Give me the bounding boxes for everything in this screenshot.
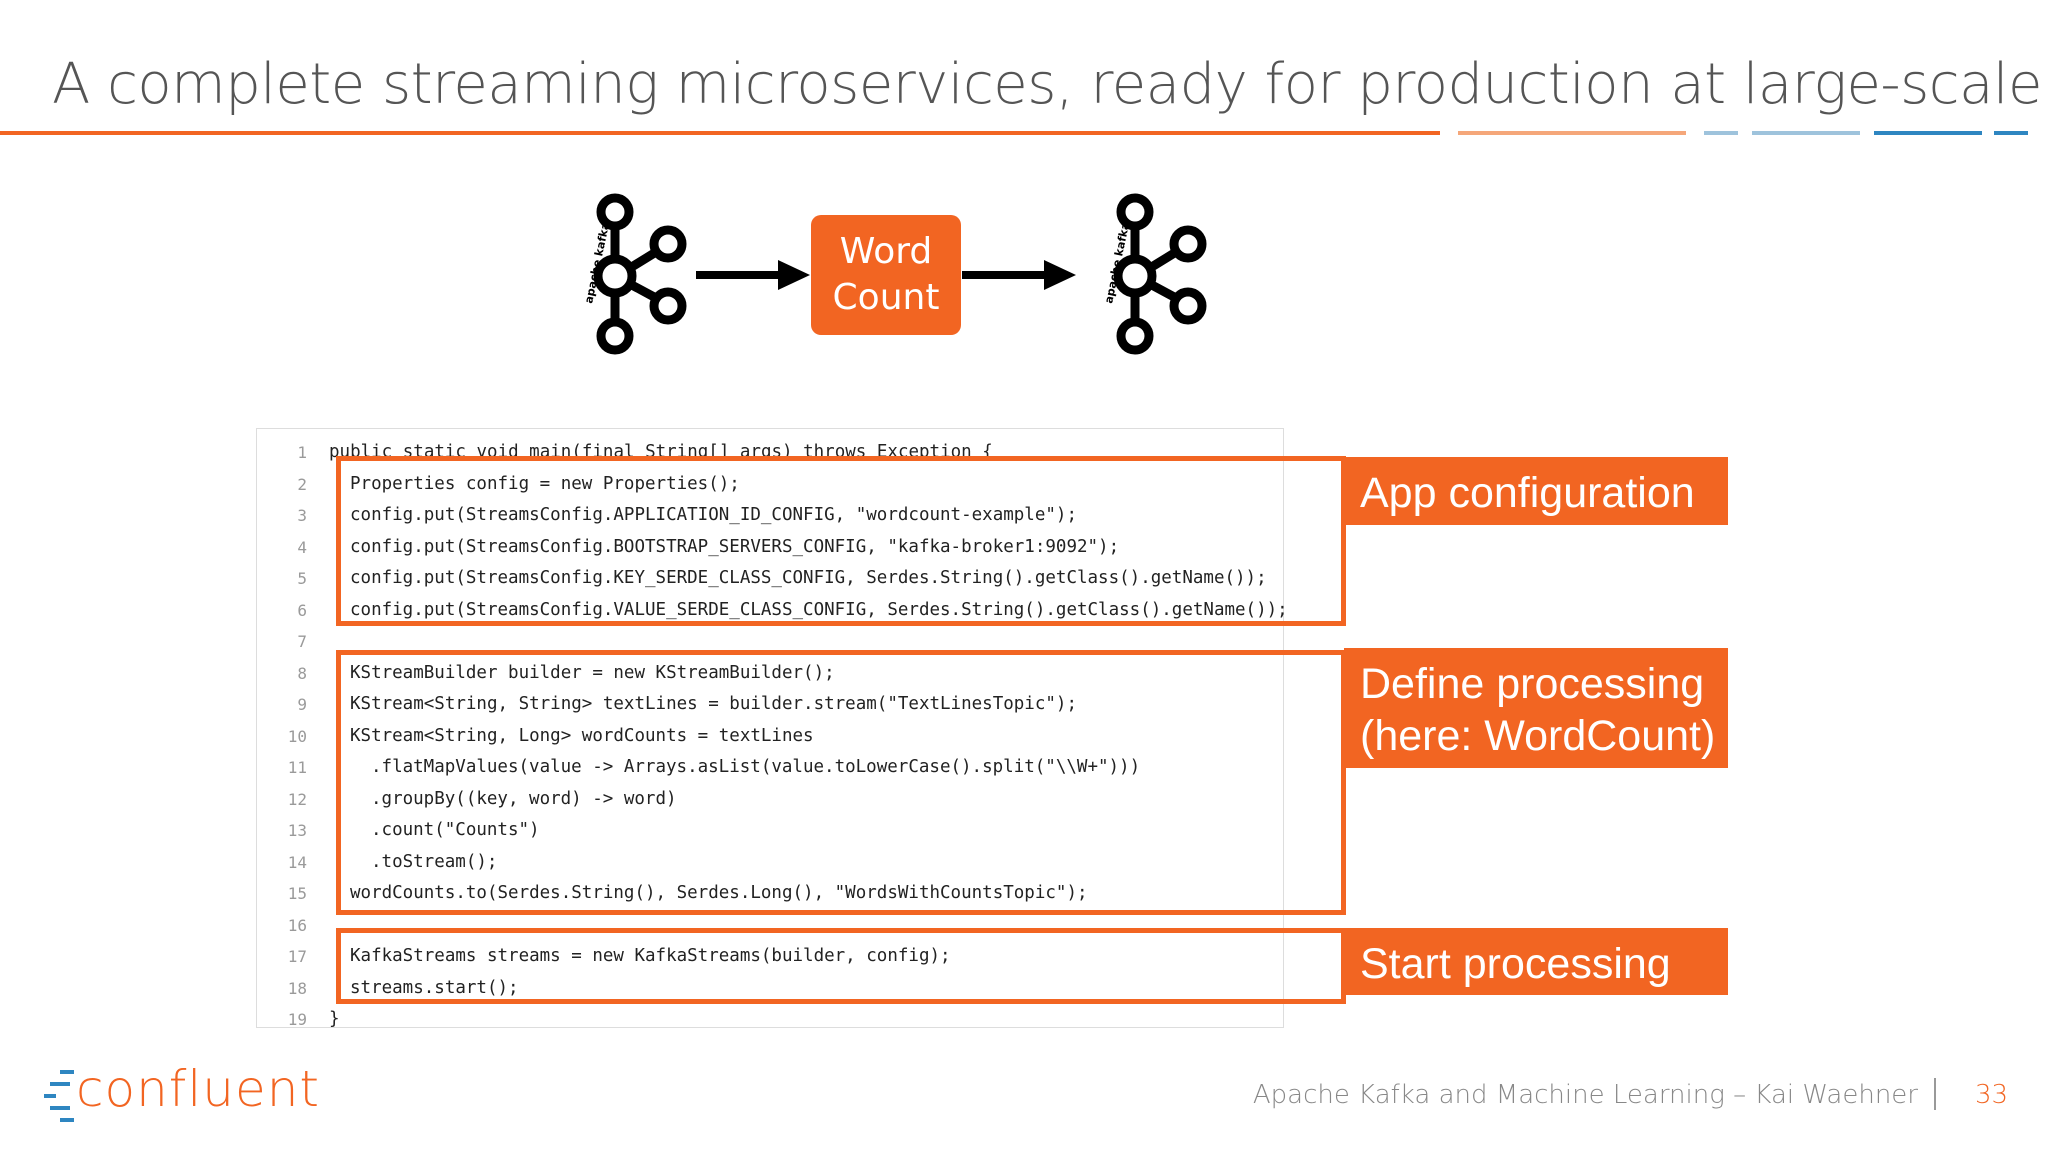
title-rule-blue-2: [1994, 131, 2028, 135]
arrow-to-processor-icon: [696, 260, 810, 290]
code-text: config.put(StreamsConfig.BOOTSTRAP_SERVE…: [350, 536, 1120, 557]
line-number: 5: [297, 569, 307, 588]
callout-start-processing-text: Start processing: [1360, 940, 1671, 988]
line-number: 10: [287, 726, 307, 746]
callout-define-processing-line1: Define processing: [1360, 660, 1705, 708]
line-number: 19: [287, 1010, 307, 1029]
line-number: 12: [287, 789, 307, 809]
code-text: KStream<String, String> textLines = buil…: [350, 694, 1077, 714]
start-highlight-box: [336, 928, 1346, 1004]
code-text: config.put(StreamsConfig.KEY_SERDE_CLASS…: [350, 568, 1267, 588]
footer-separator: [1934, 1078, 1936, 1110]
title-rule-light-blue-2: [1752, 131, 1860, 135]
line-number: 18: [287, 978, 307, 998]
footer-caption: Apache Kafka and Machine Learning – Kai …: [1252, 1080, 1918, 1110]
code-text: }: [329, 1009, 340, 1029]
line-number: 7: [297, 632, 307, 651]
callout-define-processing-line2: (here: WordCount): [1360, 712, 1716, 760]
line-number: 14: [287, 852, 307, 872]
title-rule-blue-1: [1874, 131, 1982, 135]
line-number: 11: [287, 758, 307, 777]
line-number: 4: [297, 537, 307, 557]
callout-app-configuration: App configuration: [1344, 457, 1728, 525]
code-text: KafkaStreams streams = new KafkaStreams(…: [350, 946, 951, 966]
line-number: 1: [297, 443, 307, 462]
code-text: KStream<String, Long> wordCounts = textL…: [350, 725, 814, 746]
title-rule-light-blue-1: [1704, 131, 1738, 135]
processing-highlight-box: [336, 650, 1346, 915]
code-text: wordCounts.to(Serdes.String(), Serdes.Lo…: [350, 883, 1088, 903]
code-text: config.put(StreamsConfig.APPLICATION_ID_…: [350, 505, 1077, 525]
config-highlight-box: [336, 456, 1346, 626]
processor-label-line2: Count: [832, 277, 940, 318]
code-text: Properties config = new Properties();: [350, 473, 740, 494]
code-text: .groupBy((key, word) -> word): [371, 788, 677, 809]
callout-start-processing: Start processing: [1344, 928, 1728, 995]
arrow-to-sink-icon: [962, 260, 1076, 290]
code-text: config.put(StreamsConfig.VALUE_SERDE_CLA…: [350, 599, 1288, 620]
line-number: 13: [287, 821, 307, 840]
line-number: 16: [287, 915, 307, 935]
line-number: 9: [297, 695, 307, 714]
title-rule-light-orange: [1458, 131, 1686, 135]
line-number: 8: [297, 663, 307, 683]
line-number: 6: [297, 600, 307, 620]
word-count-processor: Word Count: [811, 215, 961, 335]
line-number: 2: [297, 474, 307, 494]
kafka-sink-logo-icon: apache kafka: [1102, 193, 1207, 355]
code-text: .count("Counts"): [371, 820, 540, 840]
kafka-source-logo-icon: apache kafka: [582, 193, 687, 355]
page-number: 33: [1975, 1080, 2009, 1110]
callout-app-configuration-text: App configuration: [1360, 469, 1695, 517]
callout-define-processing: Define processing (here: WordCount): [1344, 648, 1728, 768]
line-number: 17: [287, 947, 307, 966]
slide-title: A complete streaming microservices, read…: [52, 52, 2042, 117]
line-number: 15: [287, 884, 307, 903]
code-text: KStreamBuilder builder = new KStreamBuil…: [350, 662, 835, 683]
title-rule-orange: [0, 131, 1440, 135]
code-text: streams.start();: [350, 977, 519, 998]
line-number: 3: [297, 506, 307, 525]
confluent-wordmark: confluent: [76, 1060, 321, 1118]
processor-label-line1: Word: [839, 231, 933, 272]
code-text: .toStream();: [371, 851, 498, 872]
code-text: .flatMapValues(value -> Arrays.asList(va…: [371, 757, 1141, 777]
confluent-logo-icon: [44, 1070, 74, 1122]
